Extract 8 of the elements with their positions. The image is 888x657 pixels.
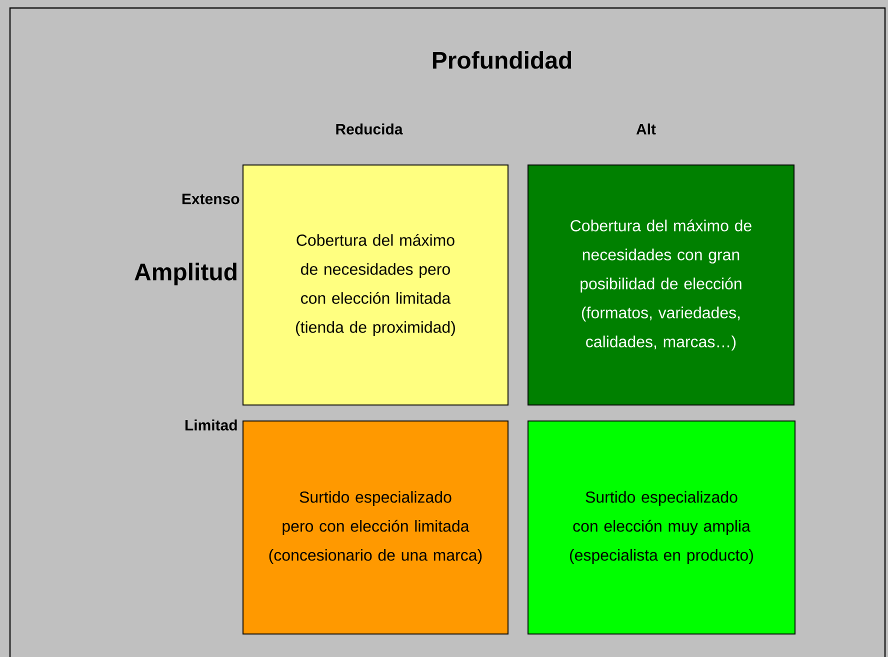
quadrant-box: Surtido especializado con elección muy amplia (especialista en producto) (528, 420, 796, 634)
title: Profundidad (432, 51, 572, 69)
axis-label: Limitad (185, 420, 237, 430)
quadrant-box: Surtido especializado pero con elección limitada (concesionario de una marca) (242, 420, 508, 634)
axis-label: Reducida (336, 124, 403, 134)
quadrant-box: Cobertura del máximo de necesidades pero con elección limitada (tienda de proximidad) (242, 164, 508, 406)
axis-label: Alt (636, 124, 656, 134)
quadrant-box: Cobertura del máximo de necesidades con gran posibilidad de elección (formatos, variedades, calidades, marcas…) (528, 164, 794, 406)
